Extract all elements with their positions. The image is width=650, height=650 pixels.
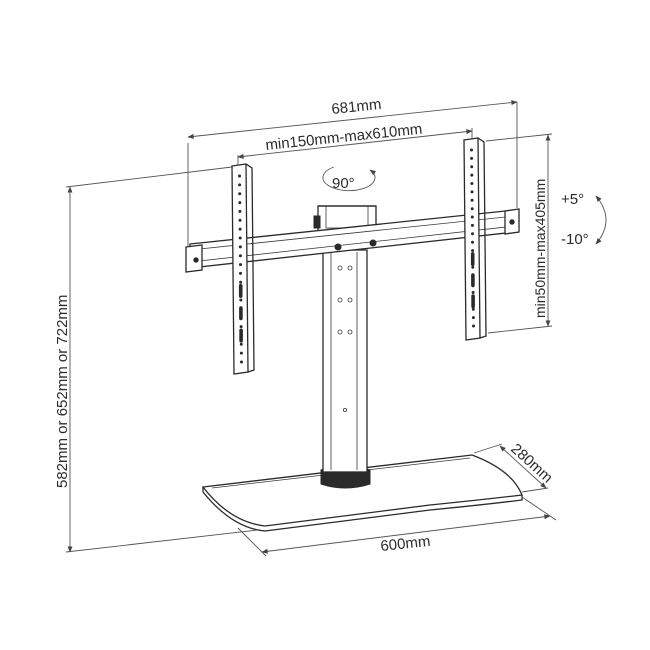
- mount-hole: [238, 227, 242, 231]
- tilt-indicator: +5° -10°: [561, 191, 607, 248]
- label-vesa-width: min150mm-max610mm: [265, 121, 423, 154]
- label-tilt-up: +5°: [561, 191, 584, 208]
- mount-hole: [239, 351, 243, 355]
- swivel-indicator: 90°: [322, 166, 377, 192]
- mount-hole: [238, 218, 242, 222]
- cross-arm: [185, 208, 520, 273]
- mount-hole: [239, 325, 243, 329]
- mount-slot: [239, 306, 243, 321]
- mount-hole: [470, 198, 474, 202]
- dim-vesa-width: min150mm-max610mm: [237, 121, 473, 165]
- mount-hole: [239, 271, 242, 275]
- mount-hole: [471, 307, 475, 311]
- left-vesa-bracket: [231, 163, 255, 375]
- mount-hole: [470, 148, 473, 152]
- mount-hole: [471, 249, 475, 253]
- mount-hole: [238, 201, 242, 205]
- label-swivel: 90°: [332, 175, 355, 192]
- mount-hole: [470, 173, 474, 177]
- mount-hole: [238, 183, 242, 187]
- mount-hole: [238, 174, 241, 178]
- mount-slot: [238, 283, 243, 298]
- mount-hole: [471, 232, 474, 236]
- mount-hole: [238, 209, 242, 213]
- dim-overall-height: 582mm or 652mm or 722mm: [54, 166, 259, 553]
- mount-hole: [239, 263, 242, 267]
- label-vesa-height: min50mm-max405mm: [532, 179, 548, 318]
- mount-hole: [238, 236, 242, 240]
- label-base-depth: 280mm: [507, 440, 556, 486]
- label-tilt-down: -10°: [561, 231, 589, 248]
- mount-hole: [238, 192, 242, 196]
- mount-hole: [470, 190, 474, 194]
- mount-hole: [470, 165, 474, 169]
- mount-hole: [470, 182, 474, 185]
- mount-hole: [471, 265, 475, 269]
- mount-hole: [471, 316, 475, 320]
- mount-hole: [472, 324, 475, 328]
- mount-hole: [471, 240, 474, 244]
- label-overall-width: 681mm: [331, 96, 383, 118]
- mount-hole: [239, 342, 243, 346]
- dim-overall-width: 681mm: [187, 96, 518, 247]
- mount-hole: [240, 360, 243, 364]
- mount-hole: [470, 223, 474, 227]
- mount-hole: [470, 156, 474, 160]
- swivel-arrow-icon: [322, 166, 377, 192]
- label-overall-height: 582mm or 652mm or 722mm: [54, 295, 71, 488]
- label-base-width: 600mm: [380, 533, 432, 555]
- mount-hole: [470, 215, 474, 219]
- mount-hole: [470, 207, 474, 211]
- mount-hole: [238, 254, 242, 258]
- mount-hole: [238, 245, 242, 249]
- mount-slot: [471, 294, 475, 309]
- mount-hole: [239, 280, 243, 284]
- tilt-arrow-icon: [595, 195, 607, 245]
- right-vesa-bracket: [463, 137, 487, 341]
- dim-vesa-height: min50mm-max405mm: [485, 133, 553, 334]
- stand-column: [320, 249, 371, 489]
- dim-base-width: 600mm: [237, 496, 557, 557]
- mount-slot: [470, 252, 475, 267]
- mount-slot: [239, 328, 243, 343]
- mount-slot: [471, 273, 475, 288]
- mount-hole: [239, 298, 243, 302]
- mount-hole: [471, 291, 475, 294]
